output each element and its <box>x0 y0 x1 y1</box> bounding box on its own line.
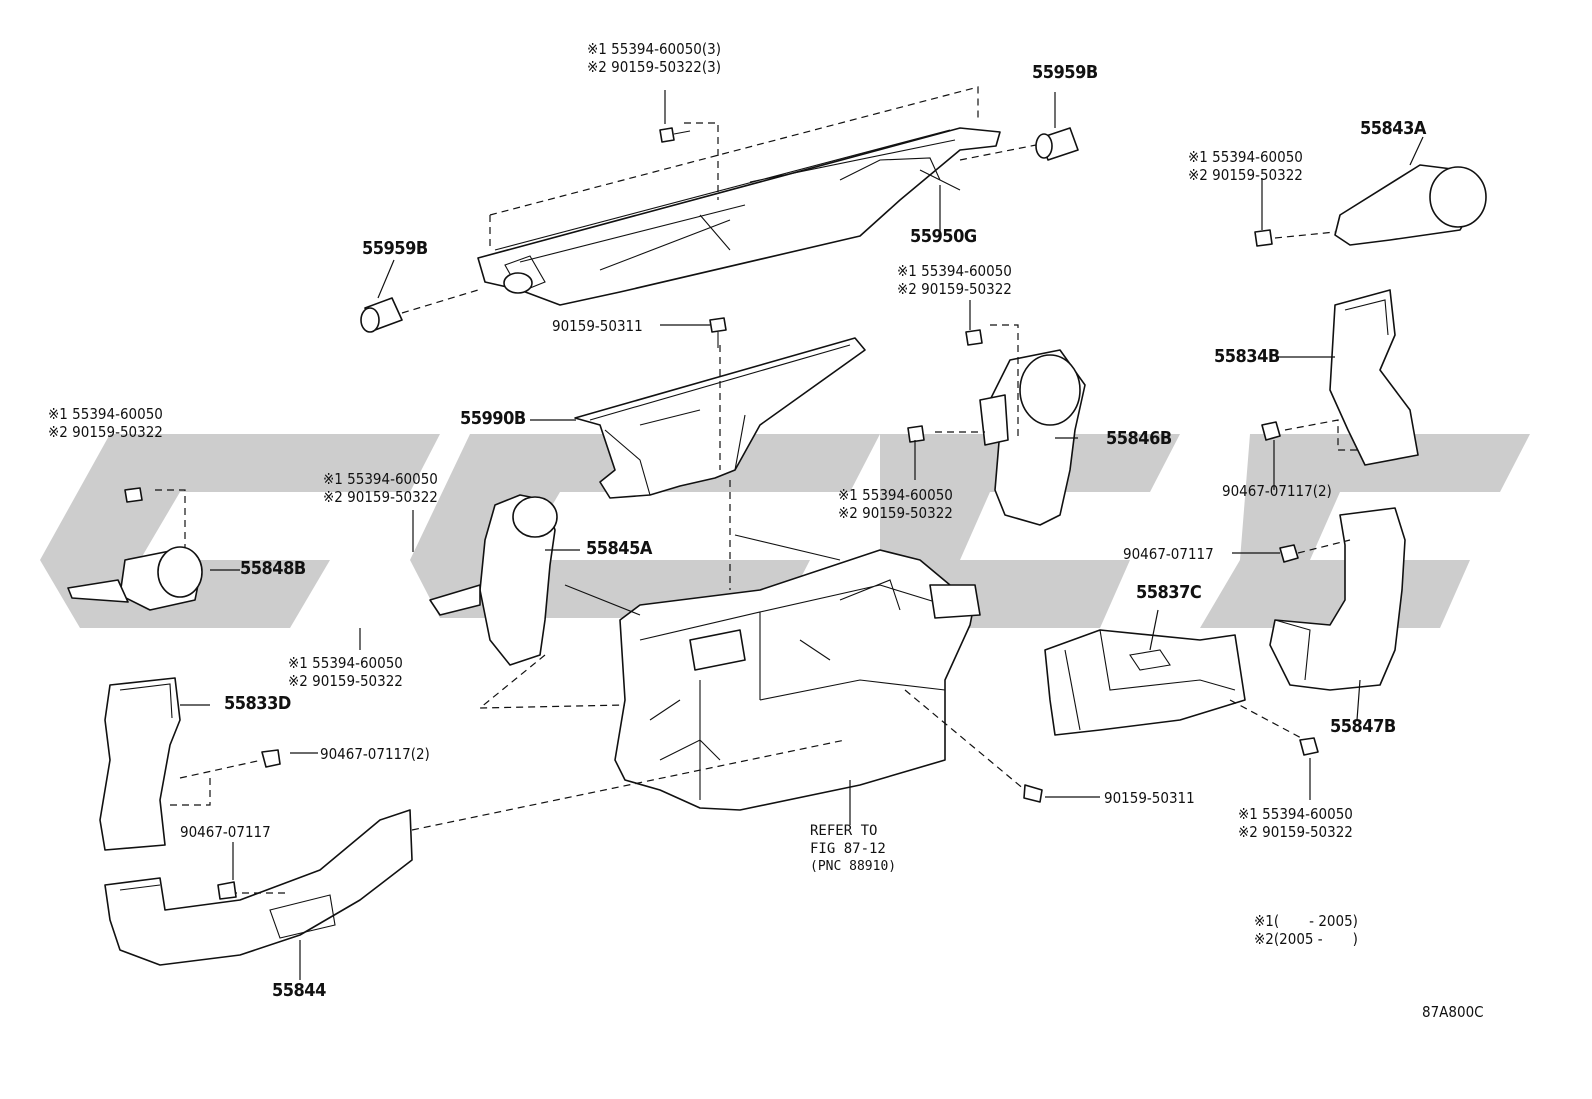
bolt-icon <box>1023 784 1043 803</box>
refer-line-1: REFER TO <box>810 823 878 839</box>
fastener-label: ※2 90159-50322 <box>1188 166 1303 184</box>
figure-code: 87A800C <box>1422 1003 1484 1021</box>
fastener-block-55846B-bottom: ※1 55394-60050 ※2 90159-50322 <box>838 486 953 522</box>
screw-icon <box>659 127 691 143</box>
fastener-label: ※1 55394-60050 <box>1238 805 1353 823</box>
part-label-55959B-top: 55959B <box>1032 62 1098 83</box>
part-label-55844: 55844 <box>272 980 326 1001</box>
date-notes: ※1( - 2005) ※2(2005 - ) <box>1254 912 1358 948</box>
fastener-block-55837C: ※1 55394-60050 ※2 90159-50322 <box>1238 805 1353 841</box>
fastener-label: ※2 90159-50322 <box>1238 823 1353 841</box>
fastener-label: ※1 55394-60050 <box>838 486 953 504</box>
screw-icon <box>965 329 983 346</box>
clip-label-55833D: 90467-07117(2) <box>320 745 430 763</box>
part-label-55848B: 55848B <box>240 558 306 579</box>
part-label-55950G: 55950G <box>910 226 977 247</box>
part-label-55847B: 55847B <box>1330 716 1396 737</box>
duct-55846B <box>979 349 1086 526</box>
fastener-label: ※2 90159-50322 <box>838 504 953 522</box>
fastener-block-top-duct: ※1 55394-60050(3) ※2 90159-50322(3) <box>587 40 721 76</box>
part-label-55990B: 55990B <box>460 408 526 429</box>
clip-label-55844: 90467-07117 <box>180 823 271 841</box>
note-2: ※2(2005 - ) <box>1254 930 1358 948</box>
duct-55837C <box>1044 629 1246 736</box>
bolt-label-top: 90159-50311 <box>552 317 643 335</box>
duct-55848B <box>67 546 203 611</box>
duct-55845A <box>429 494 558 666</box>
heater-unit <box>564 534 981 811</box>
duct-55843A <box>1334 164 1487 246</box>
refer-line-2: FIG 87-12 <box>810 841 886 857</box>
part-label-55959B-left: 55959B <box>362 238 428 259</box>
screw-icon <box>1299 737 1319 756</box>
duct-55847B <box>1269 507 1406 691</box>
fastener-block-55848B: ※1 55394-60050 ※2 90159-50322 <box>48 405 163 441</box>
part-label-55834B: 55834B <box>1214 346 1280 367</box>
part-label-55846B: 55846B <box>1106 428 1172 449</box>
fastener-label: ※2 90159-50322 <box>323 488 438 506</box>
part-label-55837C: 55837C <box>1136 582 1202 603</box>
clip-label-55834B: 90467-07117(2) <box>1222 482 1332 500</box>
fastener-label: ※2 90159-50322 <box>897 280 1012 298</box>
part-label-55833D: 55833D <box>224 693 291 714</box>
fastener-label: ※2 90159-50322(3) <box>587 58 722 76</box>
fastener-block-55846B-top: ※1 55394-60050 ※2 90159-50322 <box>897 262 1012 298</box>
duct-55834B <box>1329 289 1419 466</box>
fastener-block-55845A-top: ※1 55394-60050 ※2 90159-50322 <box>323 470 438 506</box>
fastener-label: ※1 55394-60050 <box>288 654 403 672</box>
screw-icon <box>124 487 143 503</box>
fastener-label: ※1 55394-60050(3) <box>587 40 722 58</box>
fastener-block-55843A: ※1 55394-60050 ※2 90159-50322 <box>1188 148 1303 184</box>
clip-icon <box>261 749 281 768</box>
top-duct-55950G <box>477 127 1001 306</box>
cap-55959B-left <box>360 297 403 333</box>
fastener-label: ※1 55394-60050 <box>1188 148 1303 166</box>
fastener-label: ※1 55394-60050 <box>897 262 1012 280</box>
part-label-55843A: 55843A <box>1360 118 1426 139</box>
fastener-label: ※1 55394-60050 <box>48 405 163 423</box>
screw-icon <box>907 425 925 443</box>
note-1: ※1( - 2005) <box>1254 912 1358 930</box>
clip-icon <box>217 881 237 900</box>
fastener-label: ※1 55394-60050 <box>323 470 438 488</box>
clip-icon <box>1279 544 1299 563</box>
part-label-55845A: 55845A <box>586 538 652 559</box>
clip-icon <box>1261 421 1281 441</box>
cap-55959B-top <box>1035 127 1079 161</box>
refer-note: REFER TO FIG 87-12 (PNC 88910) <box>810 822 896 876</box>
fastener-label: ※2 90159-50322 <box>288 672 403 690</box>
bolt-icon <box>709 317 727 348</box>
duct-55844 <box>104 809 413 966</box>
screw-icon <box>1254 229 1273 247</box>
bolt-label-bottom: 90159-50311 <box>1104 789 1195 807</box>
fastener-label: ※2 90159-50322 <box>48 423 163 441</box>
clip-label-55847B: 90467-07117 <box>1123 545 1214 563</box>
fastener-block-55845A-bottom: ※1 55394-60050 ※2 90159-50322 <box>288 654 403 690</box>
duct-55833D <box>99 677 181 851</box>
refer-line-3: (PNC 88910) <box>810 859 897 874</box>
